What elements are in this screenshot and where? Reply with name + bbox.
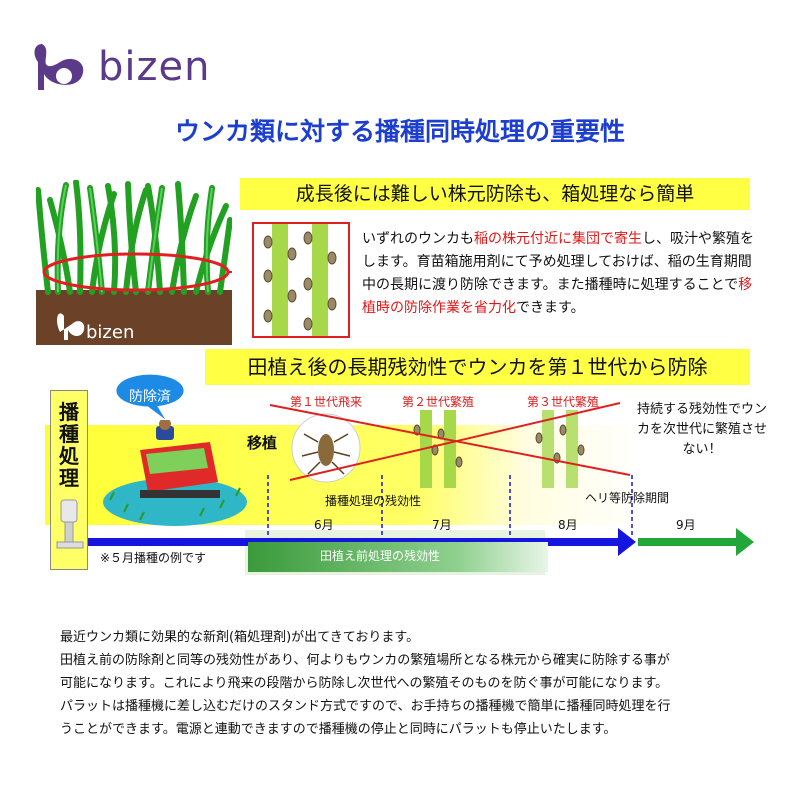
logo-small-text: bizen [86, 322, 134, 343]
month-june: 6月 [314, 518, 334, 532]
treated-bubble-icon [116, 374, 184, 420]
highlight-labor-saving: 移植時の防除作業を省力化 [362, 277, 753, 316]
section1-banner: 成長後には難しい株元防除も、箱処理なら簡単 [240, 178, 750, 210]
pre-planting-residual-label: 田植え前処理の残効性 [320, 549, 441, 563]
pre-planting-residual-bar [248, 542, 548, 572]
generation-1-label: 第１世代飛来 [290, 395, 363, 409]
generation-3-label: 第３世代繁殖 [527, 395, 600, 409]
example-note: ※５月播種の例です [100, 551, 207, 565]
highlight-parasitize: 稲の株元付近に集団で寄生 [474, 231, 642, 247]
month-august: 8月 [558, 518, 578, 532]
rice-plant-illustration: bizen [36, 180, 232, 345]
logo: bizen [28, 38, 209, 98]
section1-paragraph: いずれのウンカも稲の株元付近に集団で寄生し、吸汁や繁殖をします。育苗箱施用剤にて… [362, 231, 754, 316]
body-line: パラットは播種機に差し込むだけのスタンド方式ですので、お手持ちの播種機で簡単に播… [60, 699, 671, 714]
logo-text: bizen [98, 44, 211, 90]
stem-gen3-icon [535, 410, 585, 488]
transplant-label: 移植 [247, 434, 278, 452]
helicopter-period-label: ヘリ等防除期間 [585, 491, 670, 505]
generation-2-label: 第２世代繁殖 [402, 395, 475, 409]
month-september: 9月 [676, 518, 696, 532]
body-line: 最近ウンカ類に効果的な新剤(箱処理剤)が出てきております。 [60, 630, 420, 645]
month-july: 7月 [432, 518, 452, 532]
body-line: 田植え前の防除剤と同等の残効性があり、何よりもウンカの繁殖場所となる株元から確実… [60, 653, 670, 668]
body-line: 可能になります。これにより飛来の段階から防除し次世代への繁殖そのものを防ぐ事が可… [60, 676, 669, 691]
applicator-device-icon [56, 499, 84, 549]
month-dividers [267, 475, 633, 535]
sowing-treatment-label: 播種処理 [59, 400, 79, 490]
planthopper-insect-icon [291, 413, 361, 483]
treated-bubble-text: 防除済 [129, 389, 171, 405]
rice-planter-illustration [103, 420, 247, 526]
section2-banner: 田植え後の長期残効性でウンカを第１世代から防除 [205, 349, 750, 385]
stem-closeup-illustration [263, 224, 337, 336]
persistent-effect-note: 持続する残効性でウンカを次世代に繁殖させない！ [636, 402, 767, 457]
body-paragraph: 最近ウンカ類に効果的な新剤(箱処理剤)が出てきております。 田植え前の防除剤と同… [60, 626, 760, 741]
stem-closeup-box [252, 222, 350, 338]
residual-effect-label: 播種処理の残効性 [325, 494, 422, 508]
page-title: ウンカ類に対する播種同時処理の重要性 [174, 117, 625, 146]
logo-mark-icon [34, 44, 84, 90]
body-line: うことができます。電源と連動できますので播種機の停止と同時にパラットも停止いたし… [60, 722, 617, 737]
prevention-cross-marks [269, 402, 631, 481]
